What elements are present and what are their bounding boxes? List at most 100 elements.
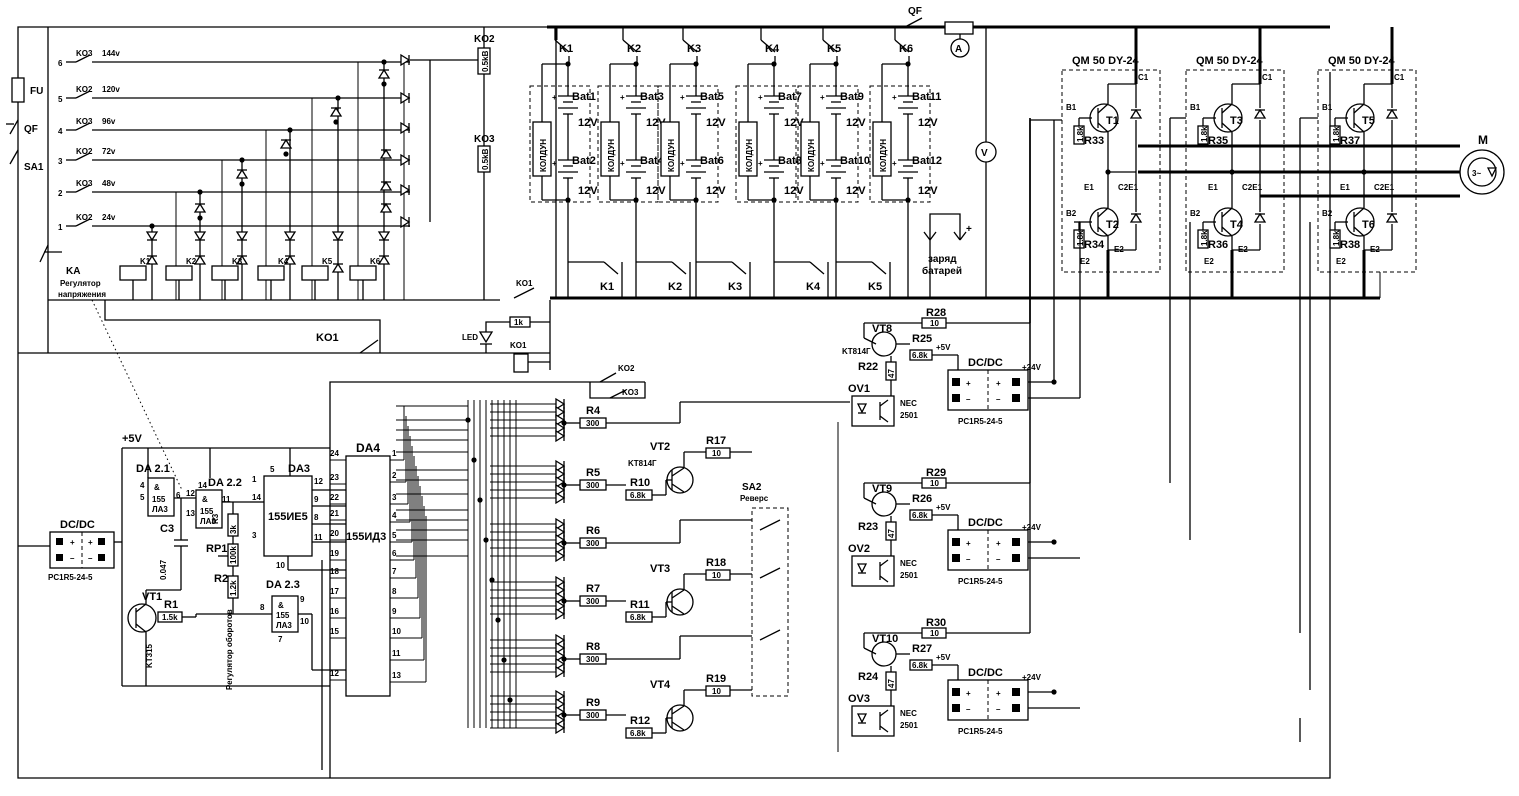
r-mid-label: R18 [706, 557, 726, 569]
pin: 5 [270, 465, 275, 474]
bat-label: Bat8 [778, 155, 802, 167]
r-bb-value: 6.8k [630, 613, 646, 622]
chip-la3: ЛА3 [200, 517, 216, 526]
da4-in-pin: 12 [330, 669, 339, 678]
vt-mid-label: VT4 [650, 679, 671, 691]
ko-row-volt: 96v [102, 117, 116, 126]
bat-label: Bat7 [778, 91, 802, 103]
koldun-label: КОЛДУН [607, 139, 616, 172]
da22-label: DA 2.2 [208, 477, 242, 489]
r-gate-value: 1.8k [1332, 126, 1341, 142]
contact-bottom-label: K4 [806, 281, 821, 293]
r-gate-value: 1.8k [1076, 126, 1085, 142]
dcdc-plus: + [996, 379, 1001, 388]
dcdc-label: DC/DC [968, 667, 1003, 679]
sa2-reverse-switch[interactable] [751, 507, 789, 697]
sa1-switch[interactable] [9, 149, 19, 165]
fu-label: FU [30, 86, 43, 97]
pin: 8 [314, 513, 319, 522]
bat-volt: 12V [706, 117, 726, 129]
da4-part: 155ИД3 [346, 531, 386, 543]
r-top-value: 10 [930, 479, 939, 488]
e2-label-2: E2 [1336, 257, 1346, 266]
chip-155: 155 [200, 507, 214, 516]
cell-plus: + [680, 93, 685, 102]
r3-label: R3 [211, 513, 220, 524]
ko-row-num: 5 [58, 95, 63, 104]
transistor-upper: T5 [1362, 115, 1375, 127]
qf-switch[interactable] [6, 119, 19, 135]
bat-label: Bat5 [700, 91, 724, 103]
dcdc-plus: + [70, 538, 75, 547]
cell-plus: + [820, 159, 825, 168]
r-top-value: 10 [930, 319, 939, 328]
battery-sections: K1КОЛДУН++Bat112VBat212VK1K2КОЛДУН++Bat3… [529, 27, 942, 298]
ko-row-relay: KO2 [76, 213, 93, 222]
relay-coil-k2: K2 [165, 257, 197, 300]
r-c-value: 47 [887, 679, 896, 688]
koldun-label: КОЛДУН [745, 139, 754, 172]
dcdc-plus: + [966, 689, 971, 698]
bat-volt: 12V [846, 117, 866, 129]
ko-row-volt: 120v [102, 85, 120, 94]
r2-value: 1.2k [229, 580, 238, 596]
ko-row-5: 5 KO2 120v [58, 85, 410, 104]
ko-row-num: 2 [58, 189, 63, 198]
r-gate-value: 1.8k [1200, 230, 1209, 246]
r-in-label: R5 [586, 467, 600, 479]
relay-coil-k5: K5 [301, 257, 333, 300]
ka-label: KA [66, 266, 80, 277]
plus24-label: +24V [1022, 673, 1042, 682]
c2e1-label: C2E1 [1242, 183, 1263, 192]
vt-top-label: VT9 [872, 483, 892, 495]
c1-label: C1 [1138, 73, 1149, 82]
e2-label: E2 [1114, 245, 1124, 254]
ko-row-num: 1 [58, 223, 63, 232]
transistor-upper: T1 [1106, 115, 1119, 127]
koldun-label: КОЛДУН [539, 139, 548, 172]
relay-label: K5 [322, 257, 333, 266]
ko3-switch-label: KO3 [622, 388, 639, 397]
vt-mid-label: VT2 [650, 441, 670, 453]
driver-vt9: R2910VT9R266.8k+5VR2347OV2NEC2501DC/DC++… [837, 118, 1080, 740]
plus24-label: +24V [1022, 363, 1042, 372]
ko-row-relay: KO2 [76, 85, 93, 94]
r-c-label: R24 [858, 671, 879, 683]
r-b-label: R26 [912, 493, 932, 505]
r-in-label: R8 [586, 641, 600, 653]
r-bb-value: 6.8k [630, 729, 646, 738]
transistor-lower: T6 [1362, 219, 1375, 231]
cell-plus: + [552, 93, 557, 102]
relay-coil-k3: K3 [211, 257, 243, 300]
gate-drivers: R2810VT8R256.8k+5VR2247OV1NEC2501DC/DC++… [837, 117, 1318, 752]
r-top-value: 10 [930, 629, 939, 638]
pin: 9 [300, 595, 305, 604]
pin: 8 [260, 603, 265, 612]
ammeter [944, 21, 974, 58]
qf-main[interactable] [904, 17, 923, 28]
module-label: QM 50 DY-24 [1328, 55, 1396, 67]
dcdc-plus: + [88, 538, 93, 547]
pin: 13 [186, 509, 195, 518]
dcdc-minus: – [966, 395, 971, 404]
kt814-mid-label: KT814Г [628, 459, 657, 468]
ov-label: OV2 [848, 543, 870, 555]
da4-out-pin: 10 [392, 627, 401, 636]
ka-contact [39, 244, 62, 263]
dcdc-plus: + [996, 689, 1001, 698]
r-mid-label: R19 [706, 673, 726, 685]
da4-out-pin: 2 [392, 471, 397, 480]
ko2-switch-label: KO2 [618, 364, 635, 373]
e1-label: E1 [1208, 183, 1218, 192]
r-bb-label: R12 [630, 715, 650, 727]
